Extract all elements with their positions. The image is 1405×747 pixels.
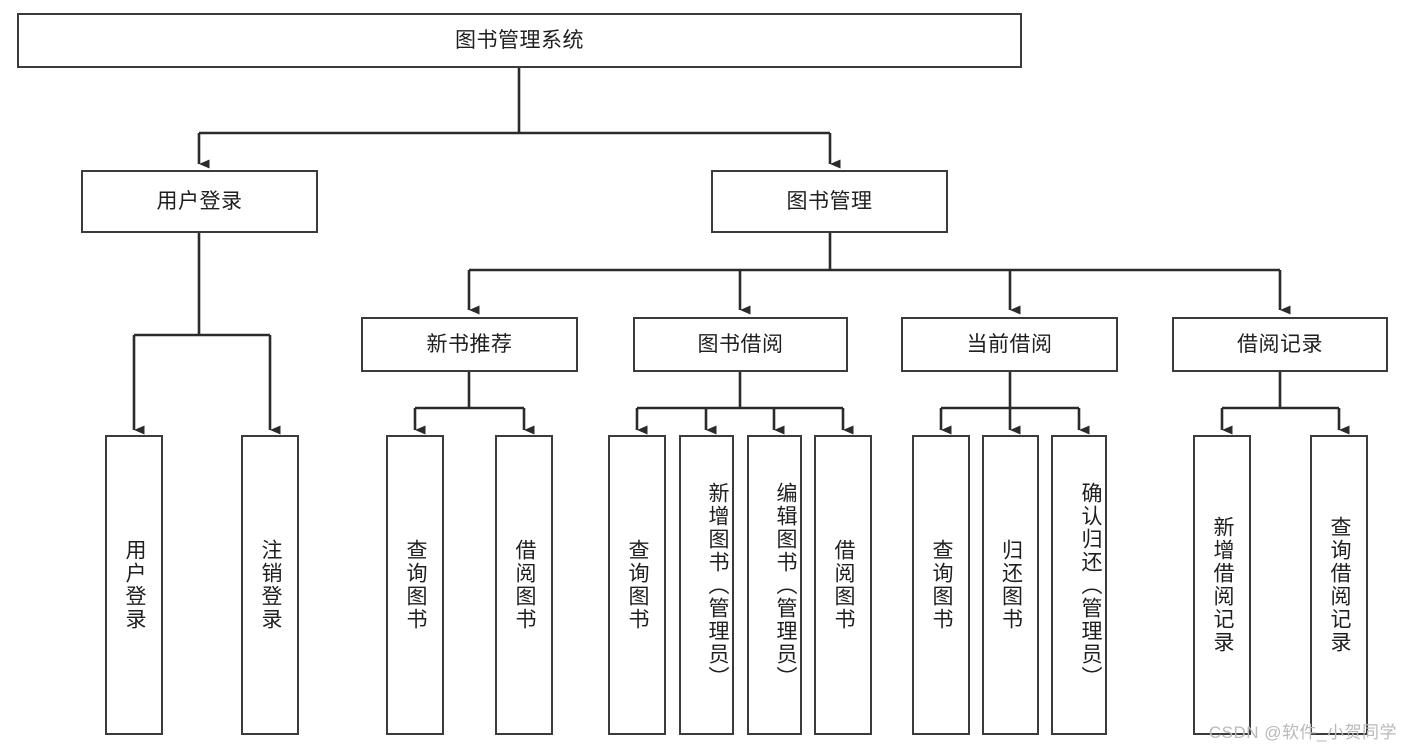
node-label: 确认归还（管理员） xyxy=(1079,481,1102,689)
node-label: 新增图书（管理员） xyxy=(706,481,729,689)
leaf-add-borrow-record[interactable]: 新增借阅记录 xyxy=(1193,435,1251,735)
node-label: 图书管理系统 xyxy=(455,28,584,52)
node-current-borrow[interactable]: 当前借阅 xyxy=(901,317,1118,372)
node-label: 归还图书 xyxy=(999,539,1023,631)
node-borrow-record[interactable]: 借阅记录 xyxy=(1172,317,1388,372)
node-label: 新增借阅记录 xyxy=(1211,516,1234,654)
node-new-book-recommend[interactable]: 新书推荐 xyxy=(361,317,578,372)
node-label: 注销登录 xyxy=(259,539,282,631)
node-label: 借阅图书 xyxy=(513,539,536,631)
node-label: 查询图书 xyxy=(930,539,953,631)
node-user-login[interactable]: 用户登录 xyxy=(81,170,318,233)
leaf-add-book-admin[interactable]: 新增图书（管理员） xyxy=(679,435,734,735)
node-label: 借阅图书 xyxy=(832,539,855,631)
node-root-book-management-system[interactable]: 图书管理系统 xyxy=(17,13,1022,68)
leaf-query-book-recommend[interactable]: 查询图书 xyxy=(386,435,444,735)
node-label: 查询图书 xyxy=(626,539,649,631)
leaf-logout[interactable]: 注销登录 xyxy=(241,435,299,735)
node-book-borrow[interactable]: 图书借阅 xyxy=(633,317,848,372)
node-label: 编辑图书（管理员） xyxy=(774,481,797,689)
leaf-confirm-return-admin[interactable]: 确认归还（管理员） xyxy=(1051,435,1107,735)
leaf-return-book[interactable]: 归还图书 xyxy=(982,435,1039,735)
leaf-borrow-book[interactable]: 借阅图书 xyxy=(814,435,872,735)
node-book-management[interactable]: 图书管理 xyxy=(711,170,948,233)
node-label: 用户登录 xyxy=(156,189,243,213)
leaf-query-book-borrow[interactable]: 查询图书 xyxy=(608,435,666,735)
node-label: 用户登录 xyxy=(123,539,146,631)
leaf-borrow-book-recommend[interactable]: 借阅图书 xyxy=(495,435,553,735)
node-label: 新书推荐 xyxy=(426,332,513,356)
node-label: 图书管理 xyxy=(786,189,873,213)
node-label: 借阅记录 xyxy=(1237,332,1323,356)
leaf-query-borrow-record[interactable]: 查询借阅记录 xyxy=(1310,435,1368,735)
node-label: 查询借阅记录 xyxy=(1328,516,1351,654)
node-label: 当前借阅 xyxy=(966,332,1053,356)
leaf-edit-book-admin[interactable]: 编辑图书（管理员） xyxy=(747,435,802,735)
node-label: 查询图书 xyxy=(404,539,427,631)
leaf-query-book-current[interactable]: 查询图书 xyxy=(912,435,970,735)
csdn-watermark: CSDN @软件_小贺同学 xyxy=(1208,723,1397,742)
node-label: 图书借阅 xyxy=(697,332,784,356)
leaf-user-login[interactable]: 用户登录 xyxy=(105,435,163,735)
